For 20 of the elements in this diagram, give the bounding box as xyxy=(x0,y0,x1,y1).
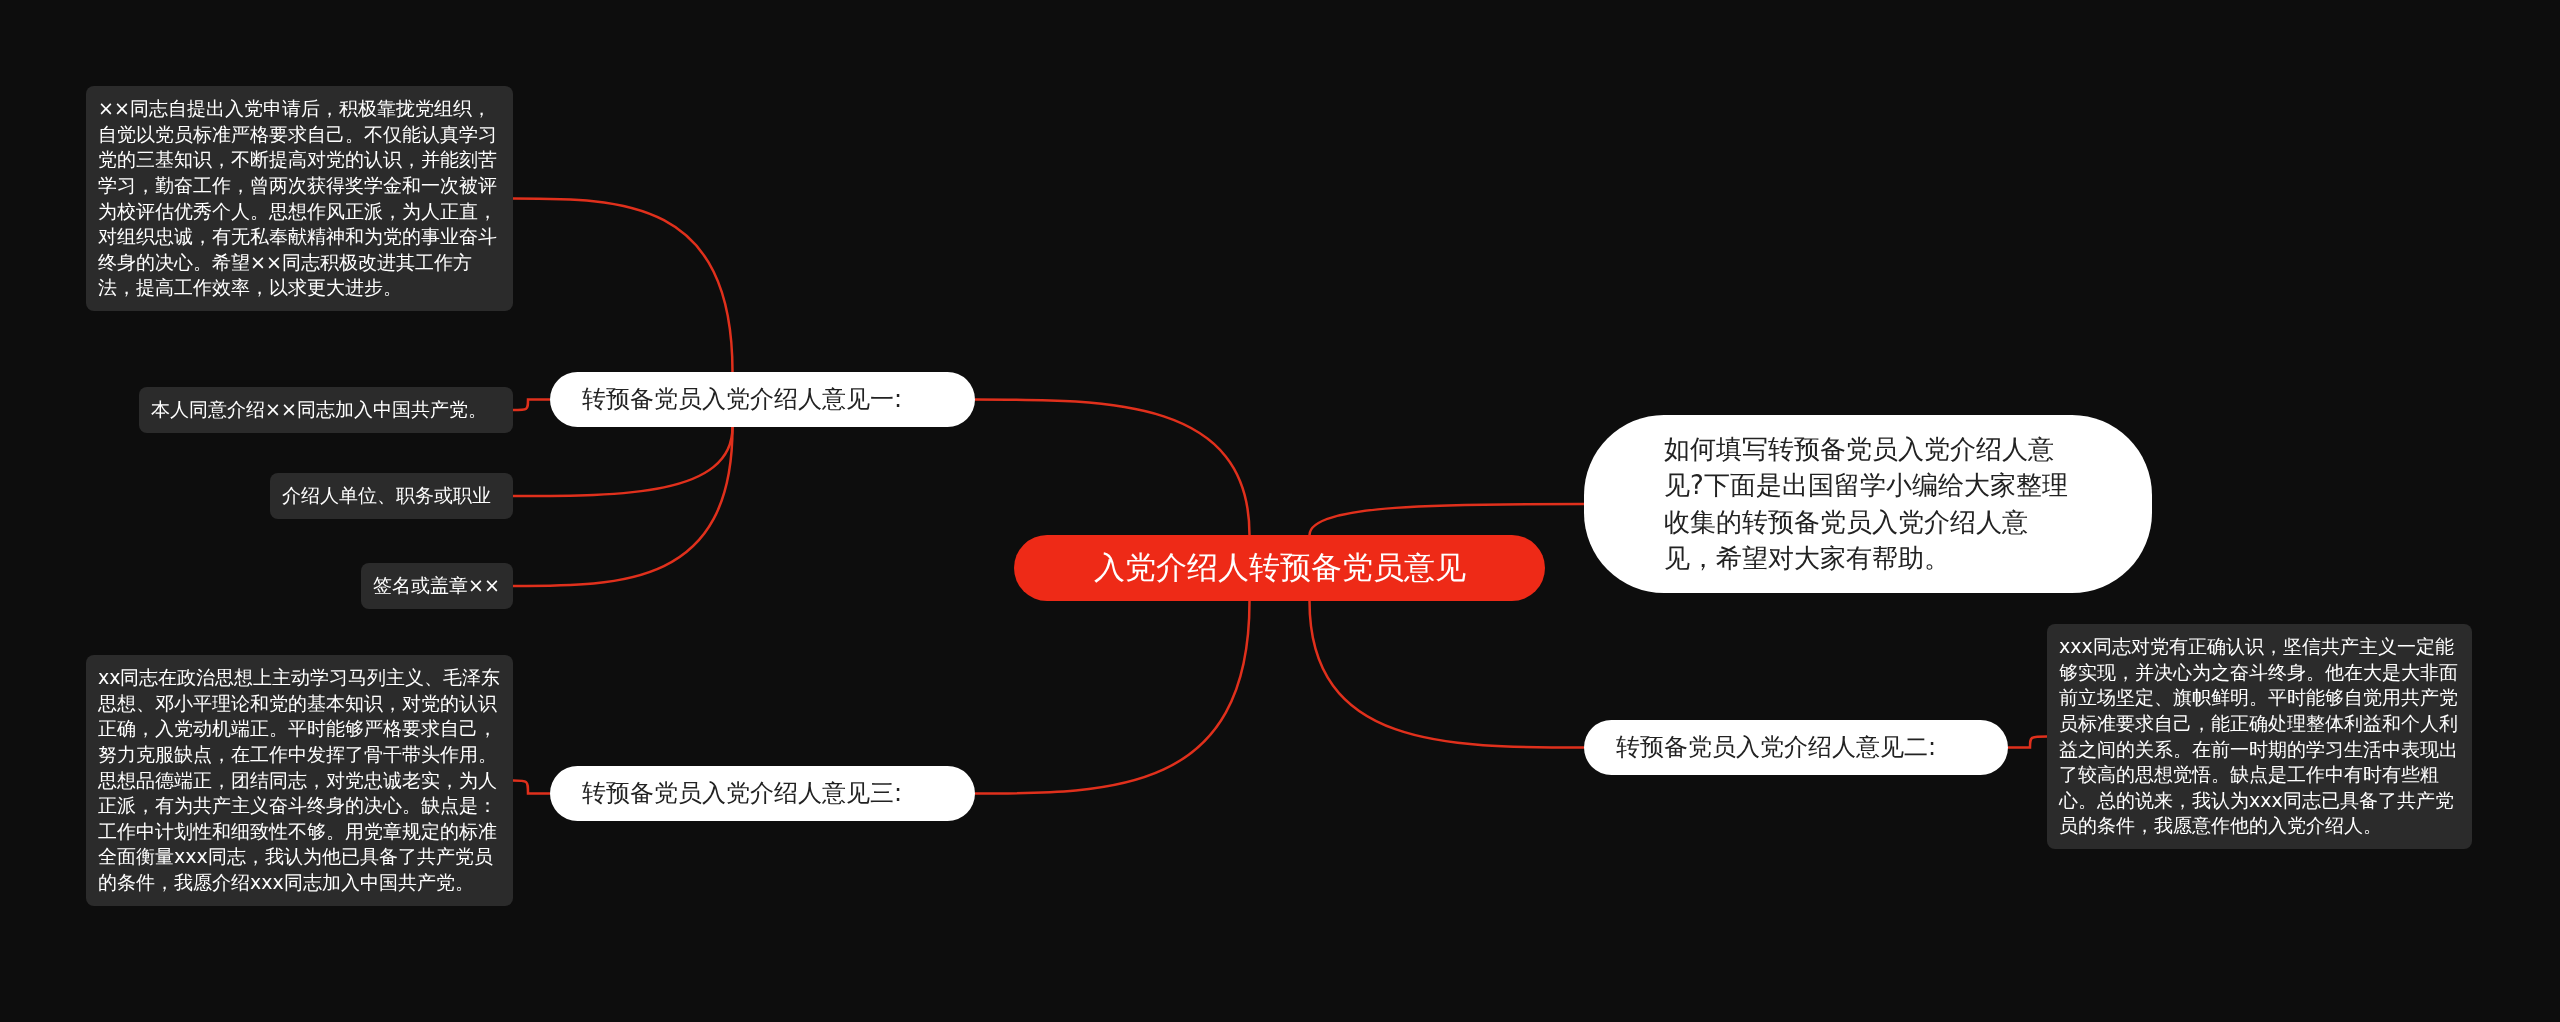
leaf-note-card: xxx同志对党有正确认识，坚信共产主义一定能够实现，并决心为之奋斗终身。他在大是大非面前立场坚定、旗帜鲜明。平时能够自觉用共产党员标准要求自己，能正确处理整体利益和个人利益之间的关系。在前一时期的学习生活中表现出了较高的思想觉悟。缺点是工作中有时有些粗心。总的说来，我认为xxx同志已具备了共产党员的条件，我愿意作他的入党介绍人。 xyxy=(2047,624,2472,850)
leaf-note-card: ××同志自提出入党申请后，积极靠拢党组织，自觉以党员标准严格要求自己。不仅能认真学习党的三基知识，不断提高对党的认识，并能刻苦学习，勤奋工作，曾两次获得奖学金和一次被评为校评估优秀个人。思想作风正派，为人正直，对组织忠诚，有无私奉献精神和为党的事业奋斗终身的决心。希望××同志积极改进其工作方法，提高工作效率，以求更大进步。 xyxy=(86,86,513,312)
leaf-note-card: 本人同意介绍××同志加入中国共产党。 xyxy=(139,387,513,433)
leaf-note-card: 介绍人单位、职务或职业 xyxy=(270,473,513,519)
branch-topic-pill: 转预备党员入党介绍人意见一: xyxy=(550,372,975,428)
intro-pill: 如何填写转预备党员入党介绍人意见?下面是出国留学小编给大家整理收集的转预备党员入党介绍人意见，希望对大家有帮助。 xyxy=(1584,415,2152,593)
connector-line xyxy=(513,779,550,795)
connector-line xyxy=(513,398,550,412)
connector-line xyxy=(1308,502,1584,536)
connector-line xyxy=(513,426,734,588)
root-topic-pill: 入党介绍人转预备党员意见 xyxy=(1014,535,1545,601)
connector-line xyxy=(1308,600,1584,749)
leaf-note-card: 签名或盖章×× xyxy=(361,563,513,609)
branch-topic-pill: 转预备党员入党介绍人意见三: xyxy=(550,766,975,822)
branch-topic-pill: 转预备党员入党介绍人意见二: xyxy=(1584,720,2008,776)
leaf-note-card: xx同志在政治思想上主动学习马列主义、毛泽东思想、邓小平理论和党的基本知识，对党的认识正确，入党动机端正。平时能够严格要求自己，努力克服缺点，在工作中发挥了骨干带头作用。思想品德端正，团结同志，对党忠诚老实，为人正派，有为共产主义奋斗终身的决心。缺点是：工作中计划性和细致性不够。用党章规定的标准全面衡量xxx同志，我认为他已具备了共产党员的条件，我愿介绍xxx同志加入中国共产党。 xyxy=(86,655,513,906)
connector-line xyxy=(2008,735,2047,749)
connector-line xyxy=(975,600,1251,795)
connector-line xyxy=(513,197,734,373)
connector-line xyxy=(975,398,1251,536)
